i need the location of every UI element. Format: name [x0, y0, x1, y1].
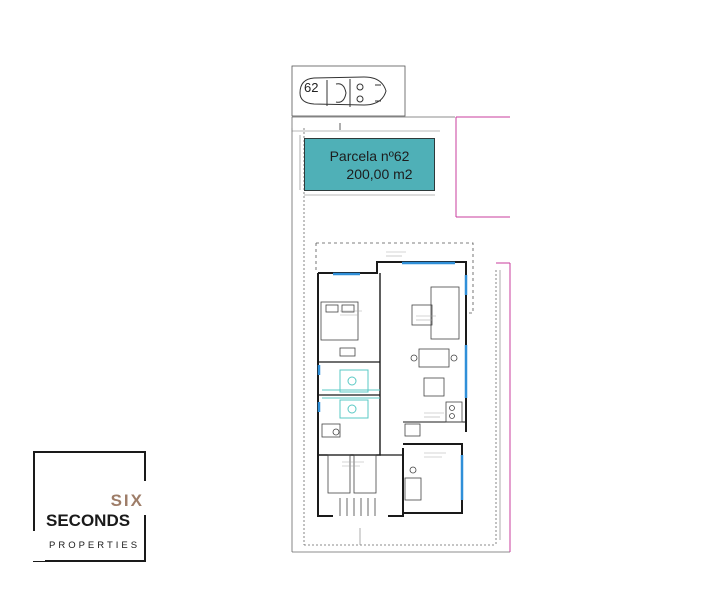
dimension-lines: [291, 123, 501, 545]
plot-boundary: [291, 116, 510, 553]
room-annotations: [340, 251, 446, 467]
car-icon: [299, 76, 387, 107]
bathrooms: [322, 369, 380, 419]
parking-number: 62: [304, 80, 319, 95]
parcel-label-box: Parcela nº62 200,00 m2: [304, 138, 435, 191]
parking-space: [291, 65, 406, 117]
furniture: [320, 286, 463, 516]
logo-seconds: SECONDS: [46, 511, 131, 530]
logo-six: SIX: [110, 491, 144, 510]
logo-properties: PROPERTIES: [49, 540, 141, 551]
parcel-title: Parcela nº62: [329, 147, 410, 164]
roof-outline: [315, 242, 474, 314]
neighbor-boundary: [455, 116, 511, 552]
brand-logo: SIX SECONDS PROPERTIES: [31, 451, 147, 562]
parcel-area: 200,00 m2: [346, 165, 413, 182]
windows: [317, 261, 468, 500]
